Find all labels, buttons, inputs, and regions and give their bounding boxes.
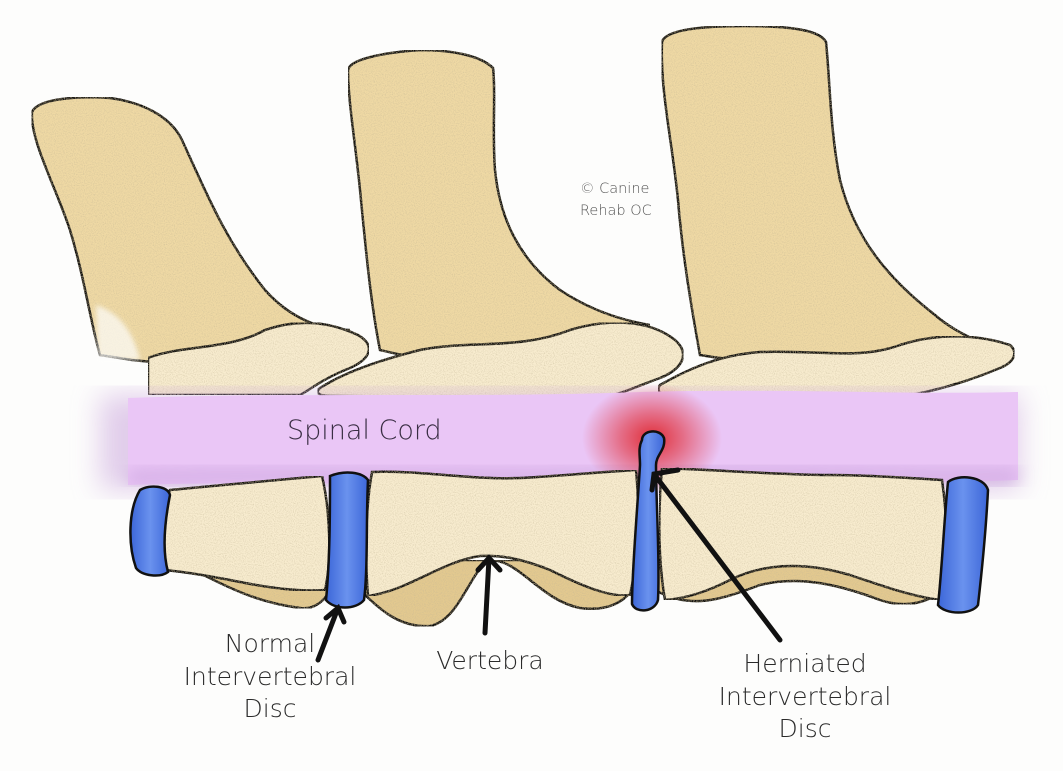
normal-disc-label-line-1: Normal [224,629,316,658]
disc-right [936,476,990,614]
copyright-line-1: © Canine [580,181,650,197]
vertebral-arches [146,321,1016,402]
herniated-disc-label-line-2: Intervertebral [718,681,892,711]
vertebral-body-1 [160,474,331,592]
spinal-cord [100,383,1020,493]
normal-disc-label-line-2: Intervertebral [183,661,357,691]
arrow-vertebra [475,554,503,636]
arrow-herniated-disc [649,467,783,643]
disc-normal [324,471,370,609]
herniated-disc-label-line-3: Disc [778,714,832,743]
copyright-line-2: Rehab OC [580,203,652,220]
disc-left [129,485,172,577]
spinal-cord-label: Spinal Cord [287,415,442,446]
intervertebral-discs [129,430,990,614]
spinous-process-3 [660,24,980,364]
pointer-arrows [315,467,783,663]
copyright-notice: © Canine Rehab OC [580,178,670,223]
arrow-normal-disc [315,603,347,663]
spinous-process-2 [346,48,651,364]
fade-patch [96,305,140,360]
arch-1 [146,321,370,397]
spinous-processes [30,24,980,367]
vertebra-label: Vertebra [436,646,544,675]
disc-herniated [630,430,666,612]
herniated-disc-label-line-1: Herniated [743,649,867,678]
vertebral-body-3 [658,466,948,602]
vertebral-bodies [160,466,948,628]
normal-disc-label: Normal Intervertebral Disc [150,628,390,726]
vertebral-body-2 [364,468,640,598]
herniated-disc-label: Herniated Intervertebral Disc [700,648,910,746]
normal-disc-label-line-3: Disc [243,694,297,723]
